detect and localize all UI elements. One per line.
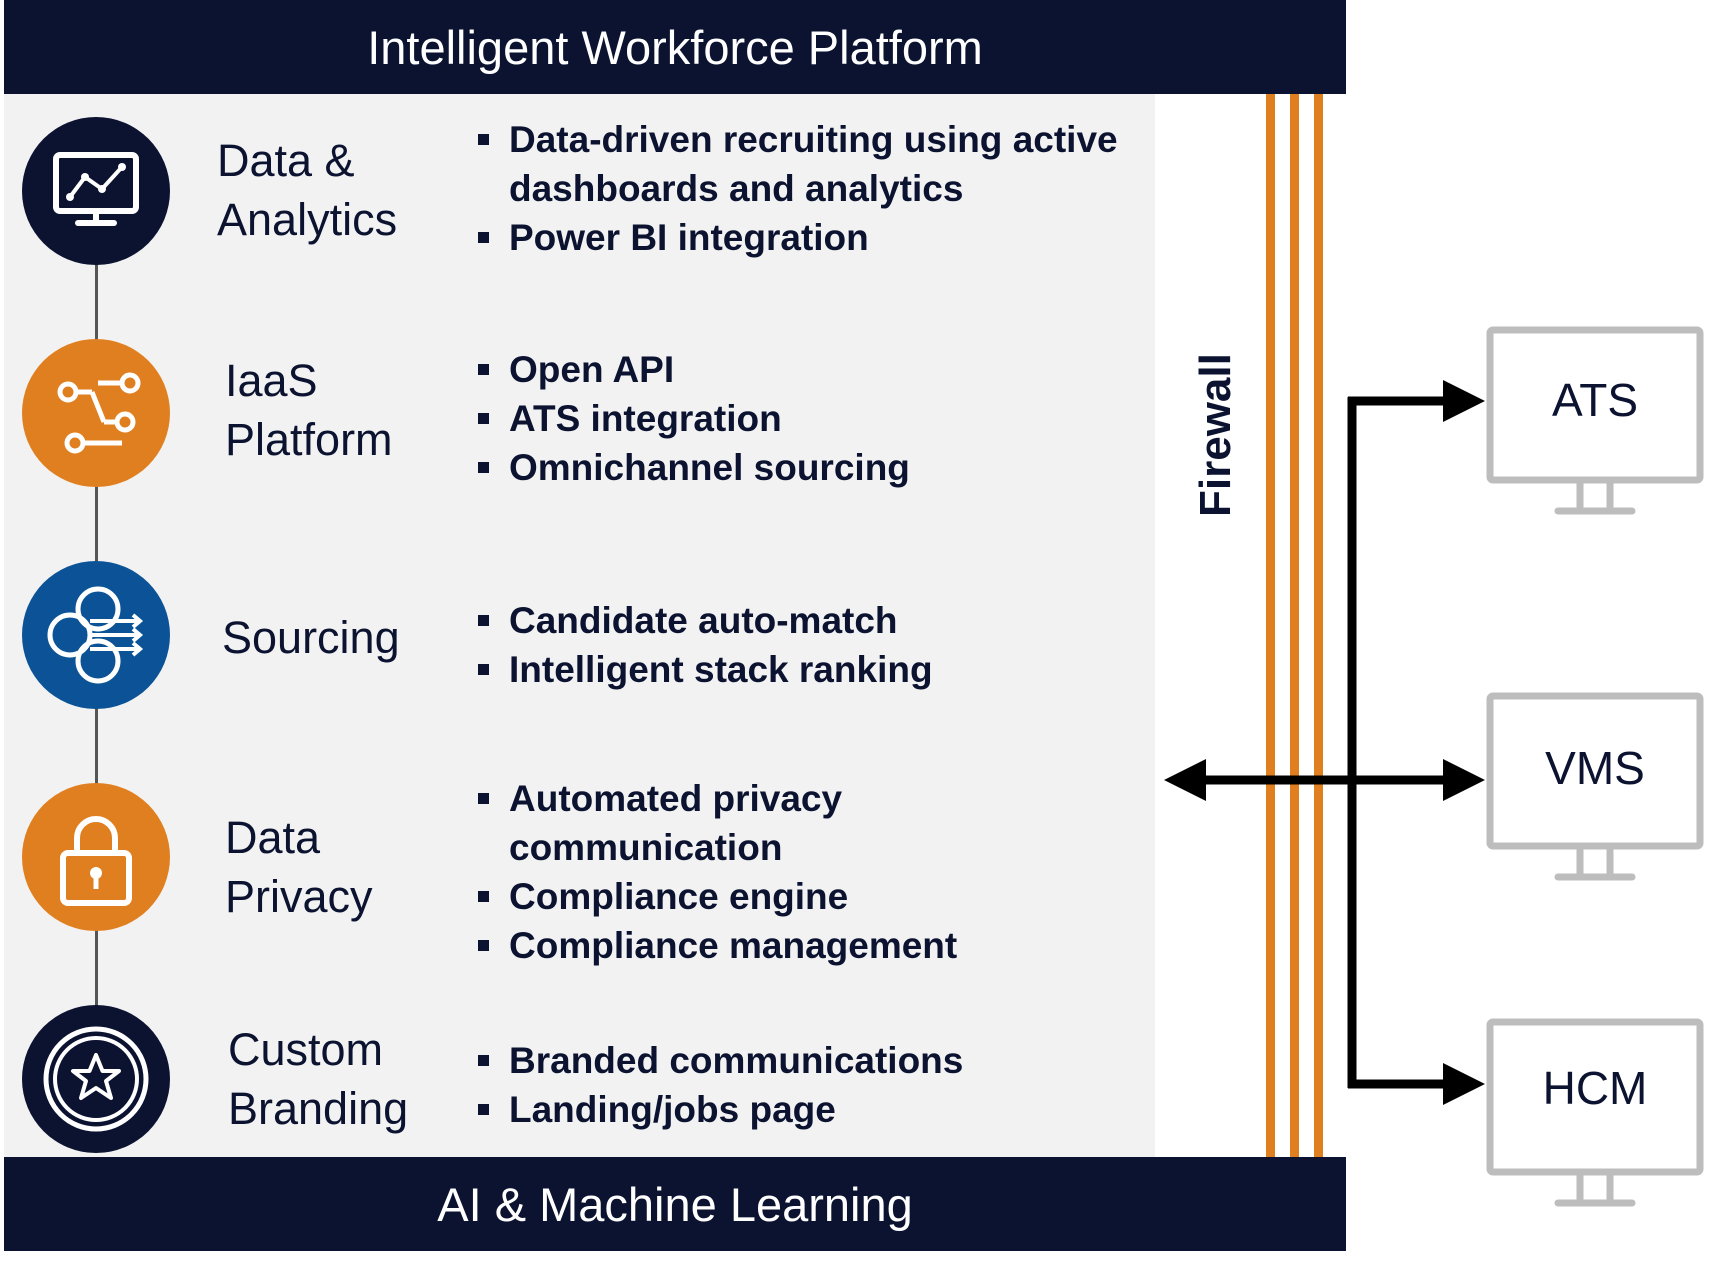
header-banner: Intelligent Workforce Platform bbox=[4, 0, 1346, 94]
capability-label-data-privacy: Data Privacy bbox=[225, 808, 373, 926]
label-line: Platform bbox=[225, 414, 393, 465]
padlock-icon bbox=[22, 783, 170, 931]
footer-banner: AI & Machine Learning bbox=[4, 1157, 1346, 1251]
footer-title: AI & Machine Learning bbox=[437, 1177, 913, 1231]
system-label-ats: ATS bbox=[1551, 374, 1639, 426]
bullet-item: Power BI integration bbox=[478, 213, 1118, 262]
firewall-stripe bbox=[1290, 94, 1299, 1157]
ats-arrowhead bbox=[1443, 380, 1485, 422]
bullet-item: Candidate auto-match bbox=[478, 596, 1118, 645]
header-title: Intelligent Workforce Platform bbox=[367, 20, 983, 74]
label-line: Sourcing bbox=[222, 612, 400, 663]
capability-label-iaas-platform: IaaS Platform bbox=[225, 351, 393, 469]
bullet-item: Branded communications bbox=[478, 1036, 1118, 1085]
system-label-hcm: HCM bbox=[1542, 1062, 1648, 1114]
bullet-item: ATS integration bbox=[478, 394, 1118, 443]
bullet-list-data-privacy: Automated privacy communication Complian… bbox=[478, 774, 1008, 970]
system-label-vms: VMS bbox=[1545, 742, 1645, 794]
label-line: Branding bbox=[228, 1083, 409, 1134]
connector-line bbox=[95, 262, 98, 344]
firewall-stripe bbox=[1266, 94, 1275, 1157]
bullet-list-custom-branding: Branded communications Landing/jobs page bbox=[478, 1036, 1118, 1134]
label-line: Privacy bbox=[225, 871, 373, 922]
capability-label-custom-branding: Custom Branding bbox=[228, 1020, 408, 1138]
capabilities-panel bbox=[4, 94, 1155, 1157]
hcm-arrowhead bbox=[1443, 1063, 1485, 1105]
analytics-monitor-icon bbox=[22, 117, 170, 265]
hcm-monitor-icon bbox=[1486, 1018, 1704, 1207]
connector-line bbox=[95, 928, 98, 1010]
capability-label-sourcing: Sourcing bbox=[222, 608, 400, 667]
vms-monitor-icon bbox=[1486, 692, 1704, 881]
label-line: IaaS bbox=[225, 355, 318, 406]
bullet-item: Compliance engine bbox=[478, 872, 1008, 921]
bullet-list-iaas-platform: Open API ATS integration Omnichannel sou… bbox=[478, 345, 1118, 492]
star-badge-icon bbox=[22, 1005, 170, 1153]
bullet-list-sourcing: Candidate auto-match Intelligent stack r… bbox=[478, 596, 1118, 694]
bullet-item: Open API bbox=[478, 345, 1118, 394]
label-line: Data bbox=[225, 812, 321, 863]
bullet-item: Compliance management bbox=[478, 921, 1008, 970]
firewall-stripe bbox=[1314, 94, 1323, 1157]
label-line: Data & bbox=[217, 135, 355, 186]
label-line: Analytics bbox=[217, 194, 398, 245]
platform-arrowhead bbox=[1164, 759, 1206, 801]
capability-label-data-analytics: Data & Analytics bbox=[217, 131, 397, 249]
bullet-item: Data-driven recruiting using active dash… bbox=[478, 115, 1118, 213]
bullet-item: Intelligent stack ranking bbox=[478, 645, 1118, 694]
bullet-item: Automated privacy communication bbox=[478, 774, 1008, 872]
sourcing-circles-icon bbox=[22, 561, 170, 709]
bullet-item: Landing/jobs page bbox=[478, 1085, 1118, 1134]
workflow-nodes-icon bbox=[22, 339, 170, 487]
connector-line bbox=[95, 484, 98, 566]
vms-arrowhead bbox=[1443, 759, 1485, 801]
bullet-item: Omnichannel sourcing bbox=[478, 443, 1118, 492]
bullet-list-data-analytics: Data-driven recruiting using active dash… bbox=[478, 115, 1118, 262]
ats-monitor-icon bbox=[1486, 326, 1704, 515]
label-line: Custom bbox=[228, 1024, 384, 1075]
connector-line bbox=[95, 706, 98, 788]
